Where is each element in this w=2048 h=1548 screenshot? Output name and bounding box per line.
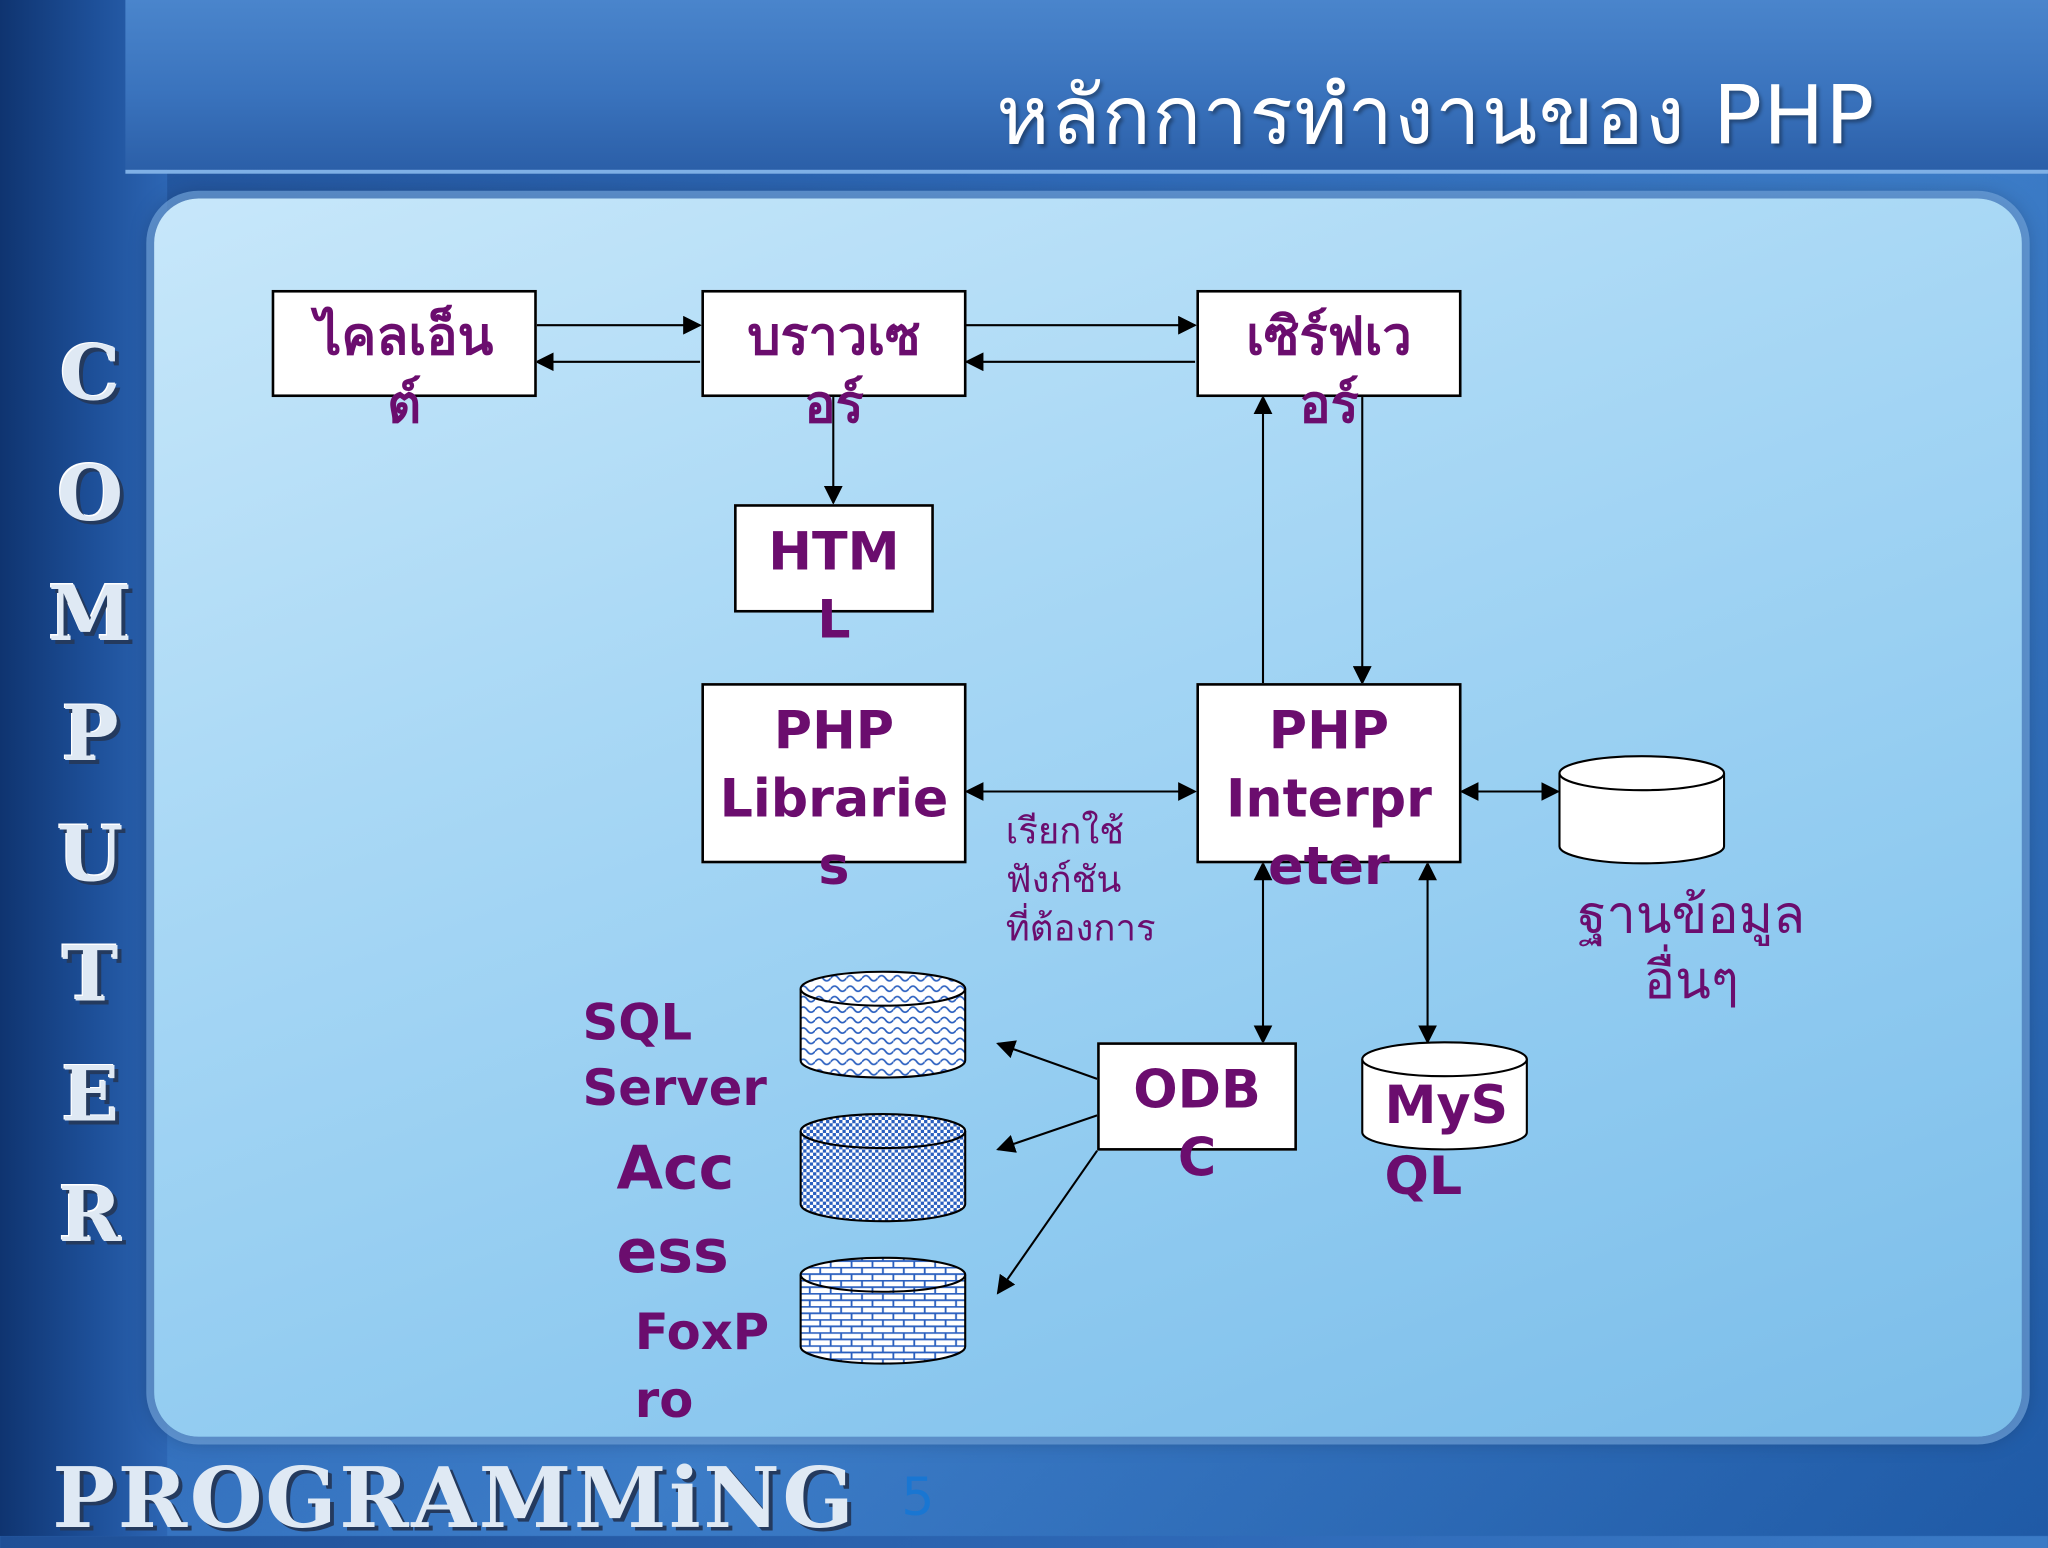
title-bar <box>125 0 2048 174</box>
mysql-label: MyS QL <box>1384 1076 1509 1207</box>
php-libraries-box <box>701 683 967 864</box>
odbc-box <box>1097 1042 1297 1151</box>
vertical-letter: E <box>61 1050 119 1139</box>
odbc-label: ODB C <box>1133 1060 1261 1189</box>
server-label: เซิร์ฟเว อร์ <box>1246 306 1412 435</box>
client-label: ไคลเอ็น ต์ <box>315 306 494 435</box>
vertical-letter: C <box>59 329 121 418</box>
foxpro-cylinder <box>799 1256 967 1365</box>
php-libraries-label: PHP Librarie s <box>719 701 949 898</box>
other-database-label: ฐานข้อมูล อื่นๆ <box>1577 885 1806 1011</box>
vertical-letter: O <box>57 449 124 539</box>
arrow-odbc-to-access <box>996 1114 1098 1153</box>
foxpro-label: FoxP ro <box>634 1303 770 1429</box>
other-database-cylinder <box>1558 755 1726 865</box>
html-box <box>734 504 934 613</box>
php-interpreter-box <box>1196 683 1462 864</box>
server-box <box>1196 289 1462 398</box>
php-interpreter-label: PHP Interpr eter <box>1225 701 1432 898</box>
arrow-odbc-to-sqlserver <box>996 1040 1098 1080</box>
arrow-odbc-to-foxpro <box>996 1150 1098 1295</box>
slide-title: หลักการทำงานของ PHP <box>996 67 1876 164</box>
access-label: Acc ess <box>616 1132 735 1287</box>
sqlserver-cylinder <box>799 970 967 1079</box>
access-cylinder <box>799 1113 967 1223</box>
vertical-letter: P <box>61 689 119 779</box>
vertical-letter: T <box>61 929 119 1019</box>
call-function-note: เรียกใช้ ฟังก์ชัน ที่ต้องการ <box>1005 809 1156 950</box>
vertical-letter: R <box>58 1170 122 1260</box>
sql-server-label: SQL Server <box>582 993 767 1117</box>
vertical-letter: U <box>57 809 124 899</box>
page-number: 5 <box>901 1468 935 1529</box>
browser-box <box>701 289 967 398</box>
html-label: HTM L <box>768 522 900 651</box>
mysql-cylinder <box>1361 1041 1528 1151</box>
computer-vertical-word: C O M P U T E R <box>44 313 135 1274</box>
client-box <box>271 289 537 398</box>
vertical-letter: M <box>48 569 133 659</box>
left-decorative-band <box>0 0 168 1536</box>
programming-decorative-word: PROGRAMMiNG <box>52 1449 857 1548</box>
browser-label: บราวเซ อร์ <box>747 306 921 435</box>
